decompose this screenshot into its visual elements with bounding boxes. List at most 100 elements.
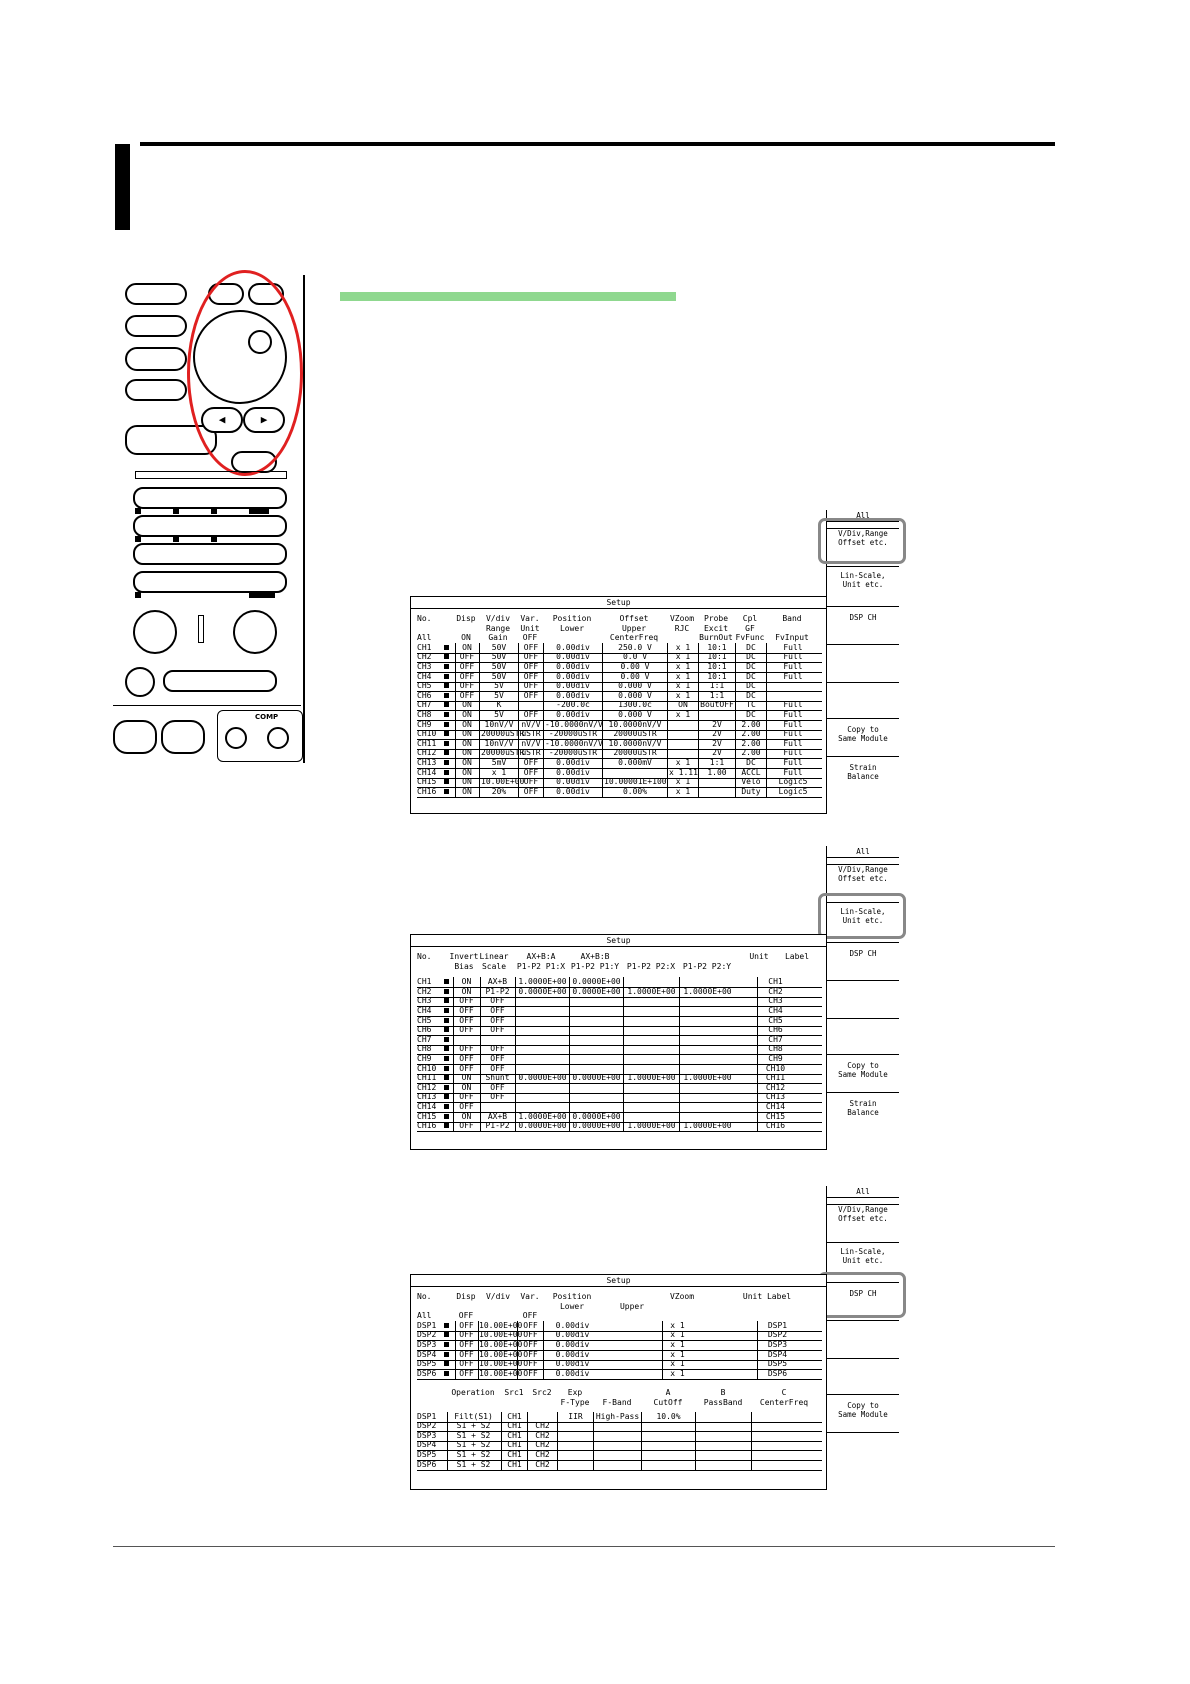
value-cell[interactable]: CH5 — [757, 1015, 793, 1026]
value-cell[interactable]: 0.00div — [543, 1349, 601, 1360]
table-row-cell[interactable]: DC — [735, 652, 765, 663]
table-row-cell[interactable]: OFF — [518, 758, 542, 768]
table-row-cell[interactable]: OFF — [518, 710, 542, 720]
value-cell[interactable]: CH1 — [757, 977, 793, 988]
table-row-cell[interactable]: -200.0c — [543, 700, 601, 711]
value-cell[interactable]: OFF — [517, 1340, 543, 1350]
table-row-cell[interactable]: 2V — [698, 729, 734, 740]
value-cell[interactable] — [515, 1025, 569, 1036]
value-cell[interactable]: ON — [453, 1073, 479, 1084]
value-cell[interactable] — [641, 1459, 695, 1470]
value-cell[interactable]: 10.0% — [641, 1411, 695, 1422]
table-row-cell[interactable]: DC — [735, 681, 765, 692]
value-cell[interactable]: CH1 — [501, 1430, 527, 1441]
value-cell[interactable] — [515, 1063, 569, 1074]
value-cell[interactable]: 1.0000E+00 — [679, 986, 735, 997]
table-row-cell[interactable]: 0.00% — [602, 786, 666, 797]
value-cell[interactable] — [569, 1044, 623, 1055]
table-row-cell[interactable]: ON — [455, 710, 477, 720]
value-cell[interactable]: OFF — [517, 1359, 543, 1370]
value-cell[interactable] — [623, 1082, 679, 1093]
value-cell[interactable]: CH2 — [527, 1450, 557, 1460]
table-row-cell[interactable]: OFF — [518, 681, 542, 692]
value-cell[interactable] — [569, 1034, 623, 1045]
channel-keys-row-3[interactable] — [133, 543, 287, 565]
value-cell[interactable]: CH1 — [501, 1411, 527, 1422]
table-row-cell[interactable]: Full — [766, 671, 818, 682]
value-cell[interactable] — [695, 1450, 751, 1460]
table-row-cell[interactable]: 0.00div — [543, 690, 601, 701]
value-cell[interactable]: P1-P2 — [480, 986, 514, 997]
value-cell[interactable]: OFF — [517, 1330, 543, 1341]
table-row-cell[interactable] — [602, 767, 666, 778]
value-cell[interactable]: DSP3 — [757, 1340, 797, 1350]
value-cell[interactable]: x 1 — [662, 1368, 692, 1379]
table-row-cell[interactable] — [766, 681, 818, 692]
table-row-cell[interactable] — [518, 700, 542, 711]
table-row-cell[interactable]: 2V — [698, 748, 734, 759]
table-row-cell[interactable]: x 1 — [667, 777, 697, 788]
value-cell[interactable] — [695, 1440, 751, 1451]
value-cell[interactable]: OFF — [453, 1044, 479, 1055]
table-row-cell[interactable]: Full — [766, 729, 818, 740]
table-row-cell[interactable]: 1:1 — [698, 758, 734, 768]
table-row-cell[interactable]: Logic5 — [766, 777, 818, 788]
value-cell[interactable] — [679, 977, 735, 988]
value-cell[interactable]: OFF — [517, 1320, 543, 1331]
table-row-cell[interactable]: 0.00div — [543, 758, 601, 768]
table-row-cell[interactable] — [667, 729, 697, 740]
value-cell[interactable]: OFF — [453, 1063, 479, 1074]
value-cell[interactable]: ON — [453, 1082, 479, 1093]
table-row-cell[interactable]: 50V — [479, 671, 517, 682]
value-cell[interactable] — [623, 1102, 679, 1112]
value-cell[interactable] — [569, 1025, 623, 1036]
table-row-cell[interactable] — [698, 786, 734, 797]
value-cell[interactable]: S1 + S2 — [447, 1440, 499, 1451]
table-row-cell[interactable]: x 1 — [667, 652, 697, 663]
value-cell[interactable]: CH8 — [757, 1044, 793, 1055]
channel-keys-row-4[interactable] — [133, 571, 287, 593]
value-cell[interactable] — [623, 1034, 679, 1045]
value-cell[interactable]: CH3 — [757, 996, 793, 1007]
table-row-cell[interactable]: 0.00div — [543, 710, 601, 720]
panel-button[interactable] — [125, 379, 187, 401]
table-row-cell[interactable]: Duty — [735, 786, 765, 797]
value-cell[interactable]: CH6 — [757, 1025, 793, 1036]
value-cell[interactable]: x 1 — [662, 1320, 692, 1331]
table-row-cell[interactable]: 50V — [479, 652, 517, 663]
channel-keys-row-1[interactable] — [133, 487, 287, 509]
value-cell[interactable] — [623, 1063, 679, 1074]
value-cell[interactable] — [480, 1034, 514, 1045]
table-row-cell[interactable]: OFF — [518, 652, 542, 663]
table-row-cell[interactable]: -10.0000nV/V — [543, 719, 603, 730]
horizontal-knob[interactable] — [233, 610, 277, 654]
value-cell[interactable]: CH10 — [757, 1063, 793, 1074]
table-row-cell[interactable]: OFF — [518, 767, 542, 778]
value-cell[interactable]: CH2 — [527, 1459, 557, 1470]
value-cell[interactable] — [695, 1411, 751, 1422]
value-cell[interactable] — [751, 1411, 817, 1422]
value-cell[interactable] — [569, 1102, 623, 1112]
menu-copy-same-module[interactable]: Copy to Same Module — [827, 1394, 899, 1437]
table-row-cell[interactable]: K — [479, 700, 517, 711]
menu-dsp-ch[interactable]: DSP CH — [827, 1282, 899, 1327]
table-row-cell[interactable]: 0.00 V — [602, 671, 666, 682]
table-row-cell[interactable]: 20000uSTR — [602, 748, 666, 759]
menu-all[interactable]: All — [827, 1186, 899, 1198]
panel-button[interactable] — [125, 315, 187, 337]
table-row-cell[interactable]: 10.0000nV/V — [602, 719, 666, 730]
table-row-cell[interactable]: OFF — [518, 690, 542, 701]
table-row-cell[interactable]: TC — [735, 700, 765, 711]
value-cell[interactable] — [515, 1092, 569, 1103]
value-cell[interactable] — [641, 1430, 695, 1441]
table-row-cell[interactable]: Full — [766, 767, 818, 778]
value-cell[interactable] — [751, 1430, 817, 1441]
table-row-cell[interactable]: DC — [735, 662, 765, 672]
value-cell[interactable]: 1.0000E+00 — [515, 1111, 569, 1122]
table-row-cell[interactable] — [698, 710, 734, 720]
table-row-cell[interactable]: x 1 — [667, 681, 697, 692]
value-cell[interactable] — [593, 1430, 641, 1441]
value-cell[interactable]: OFF — [455, 1368, 477, 1379]
table-row-cell[interactable]: DC — [735, 690, 765, 701]
value-cell[interactable]: P1-P2 — [480, 1121, 514, 1132]
